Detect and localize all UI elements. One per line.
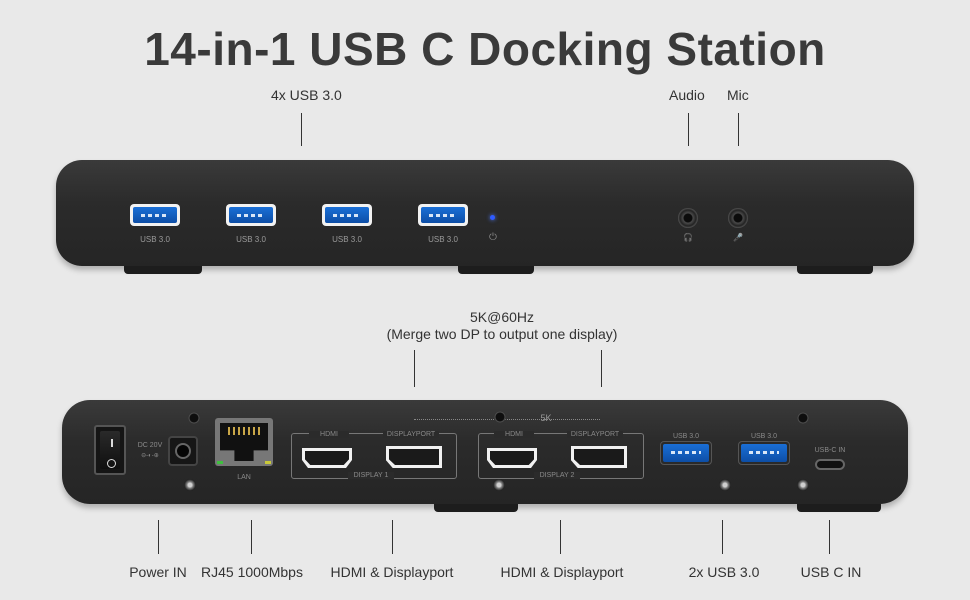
callout-usb: 4x USB 3.0 xyxy=(271,87,342,103)
callout-rj45: RJ45 1000Mbps xyxy=(201,564,303,580)
usb-port-label: USB 3.0 xyxy=(750,433,778,440)
power-switch xyxy=(94,425,126,475)
usb-a-port xyxy=(738,441,790,465)
leader-line xyxy=(392,520,393,554)
audio-jack xyxy=(678,208,698,228)
usb-port-label: USB 3.0 xyxy=(672,433,700,440)
hdmi-port xyxy=(302,448,352,468)
leader-line xyxy=(158,520,159,554)
dock-front-view xyxy=(56,160,914,266)
callout-usbc-in: USB C IN xyxy=(800,564,862,580)
callout-audio: Audio xyxy=(669,87,705,103)
usb-a-port xyxy=(660,441,712,465)
callout-power-in: Power IN xyxy=(129,564,187,580)
callout-usb-rear: 2x USB 3.0 xyxy=(688,564,760,580)
usb-c-port xyxy=(815,459,845,470)
usb-port-label: USB 3.0 xyxy=(332,235,362,244)
mount-hole xyxy=(188,412,200,424)
rj45-port xyxy=(215,418,273,466)
screw xyxy=(719,479,731,491)
hdmi-label: HDMI xyxy=(309,431,349,438)
usb-a-port xyxy=(226,204,276,226)
mic-jack xyxy=(728,208,748,228)
leader-line xyxy=(829,520,830,554)
usb-a-port xyxy=(322,204,372,226)
usb-port-label: USB 3.0 xyxy=(236,235,266,244)
rubber-foot xyxy=(797,266,873,274)
displayport-label: DISPLAYPORT xyxy=(383,431,439,438)
hdmi-port xyxy=(487,448,537,468)
leader-line xyxy=(414,350,415,387)
displayport-label: DISPLAYPORT xyxy=(567,431,623,438)
lan-label: LAN xyxy=(237,474,251,481)
screw xyxy=(184,479,196,491)
usb-a-port xyxy=(130,204,180,226)
leader-line xyxy=(560,520,561,554)
displayport-port xyxy=(386,446,442,468)
rubber-foot xyxy=(797,504,881,512)
hdmi-label: HDMI xyxy=(494,431,534,438)
leader-line xyxy=(301,113,302,146)
callout-hdmi-dp-2: HDMI & Displayport xyxy=(500,564,624,580)
power-led xyxy=(490,215,495,220)
display-2-label: DISPLAY 2 xyxy=(534,472,580,479)
rubber-foot xyxy=(434,504,518,512)
mount-hole xyxy=(797,412,809,424)
rubber-foot xyxy=(458,266,534,274)
leader-line xyxy=(722,520,723,554)
rubber-foot xyxy=(124,266,202,274)
usbc-label: USB-C IN xyxy=(814,447,846,454)
leader-line xyxy=(601,350,602,387)
dc-rating-label: DC 20V xyxy=(137,442,163,449)
mount-hole xyxy=(494,411,506,423)
leader-line xyxy=(251,520,252,554)
merge-5k-label: 5K xyxy=(540,413,552,423)
page-title: 14-in-1 USB C Docking Station xyxy=(144,23,826,75)
usb-a-port xyxy=(418,204,468,226)
callout-hdmi-dp-1: HDMI & Displayport xyxy=(330,564,454,580)
leader-line xyxy=(688,113,689,146)
screw xyxy=(797,479,809,491)
leader-line xyxy=(738,113,739,146)
microphone-icon: 🎤 xyxy=(733,233,743,242)
power-icon: ⏻ xyxy=(489,232,497,243)
usb-port-label: USB 3.0 xyxy=(428,235,458,244)
dc-power-jack xyxy=(168,436,198,466)
callout-5k-line1: 5K@60Hz xyxy=(469,309,535,325)
merge-bracket xyxy=(414,419,600,420)
usb-port-label: USB 3.0 xyxy=(140,235,170,244)
callout-mic: Mic xyxy=(727,87,749,103)
callout-5k-line2: (Merge two DP to output one display) xyxy=(386,326,618,342)
displayport-port xyxy=(571,446,627,468)
headphone-icon: 🎧 xyxy=(683,233,693,242)
dc-polarity-icon: ⊖-◐-⊕ xyxy=(141,453,159,459)
screw xyxy=(493,479,505,491)
display-1-label: DISPLAY 1 xyxy=(348,472,394,479)
